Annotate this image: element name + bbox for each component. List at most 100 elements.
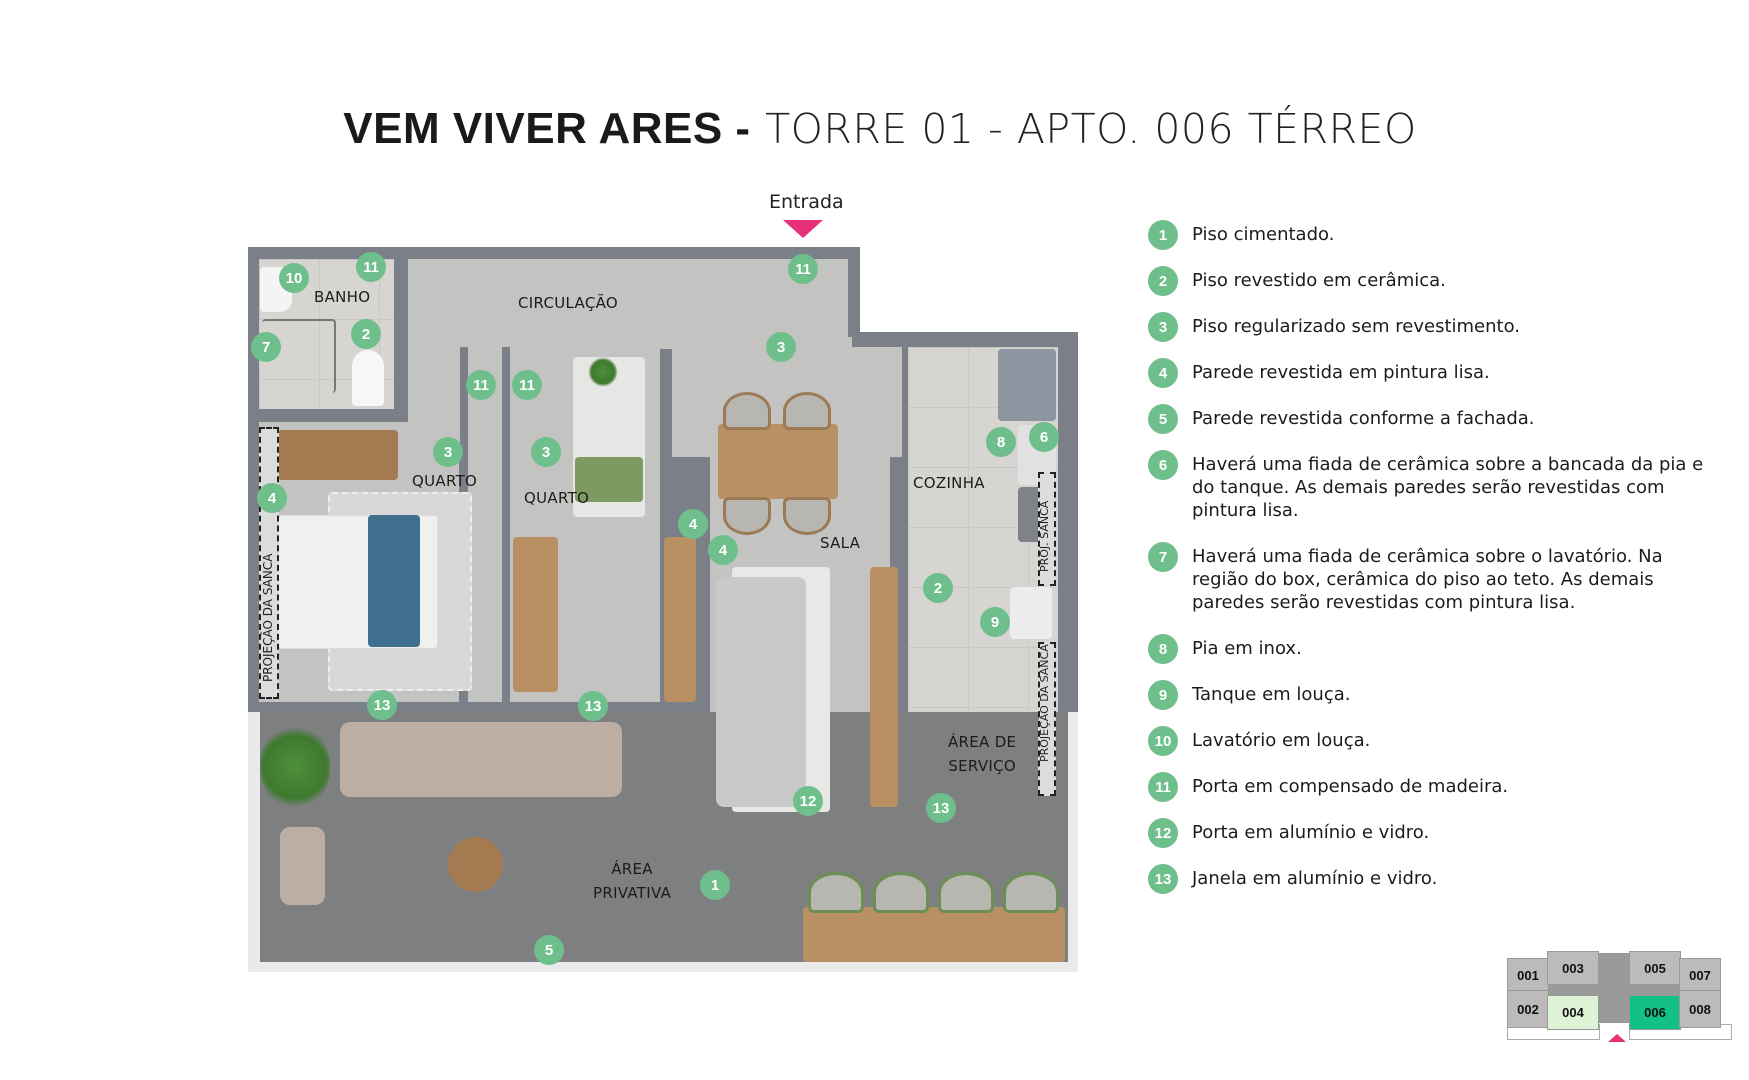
room-label-sala: SALA — [820, 534, 861, 552]
marker-11: 11 — [356, 252, 386, 282]
legend-item-5: 5 Parede revestida conforme a fachada. — [1148, 404, 1708, 434]
key-plan: 001 003 005 007 002 004 006 008 — [1507, 948, 1732, 1042]
marker-3: 3 — [433, 437, 463, 467]
kp-core — [1598, 953, 1629, 1023]
marker-2: 2 — [923, 573, 953, 603]
terrace-chair — [873, 872, 929, 913]
floor-circulacao-3 — [852, 347, 902, 457]
marker-12: 12 — [793, 786, 823, 816]
page-title: VEM VIVER ARES - TORRE 01 - APTO. 006 TÉ… — [0, 103, 1749, 154]
legend-marker: 10 — [1148, 726, 1178, 756]
coffee-table — [448, 837, 503, 892]
legend-text: Porta em compensado de madeira. — [1192, 776, 1509, 797]
sanca-quarto-1-label: PROJEÇÃO DA SANCA — [261, 553, 275, 682]
marker-3: 3 — [766, 332, 796, 362]
floor-quarto-2-ext — [468, 347, 502, 702]
legend-marker: 3 — [1148, 312, 1178, 342]
legend-marker: 5 — [1148, 404, 1178, 434]
marker-10: 10 — [279, 263, 309, 293]
legend-item-11: 11 Porta em compensado de madeira. — [1148, 772, 1708, 802]
room-label-quarto-2: QUARTO — [524, 489, 590, 507]
legend-marker: 7 — [1148, 542, 1178, 572]
terrace-chair — [938, 872, 994, 913]
legend-marker: 1 — [1148, 220, 1178, 250]
legend-text: Haverá uma fiada de cerâmica sobre a ban… — [1192, 454, 1704, 521]
room-label-area-privativa-line-2: PRIVATIVA — [593, 884, 672, 902]
kp-unit-002: 002 — [1507, 990, 1549, 1028]
room-label-area-servico-line-2: SERVIÇO — [948, 757, 1016, 775]
tv-panel — [870, 567, 898, 807]
marker-6: 6 — [1029, 422, 1059, 452]
legend-item-12: 12 Porta em alumínio e vidro. — [1148, 818, 1708, 848]
legend-text: Porta em alumínio e vidro. — [1192, 822, 1430, 843]
marker-11: 11 — [788, 254, 818, 284]
room-label-quarto-1: QUARTO — [412, 472, 478, 490]
sofa-sala — [716, 577, 806, 807]
kp-unit-007: 007 — [1679, 958, 1721, 992]
kp-unit-001: 001 — [1507, 958, 1549, 992]
legend-marker: 12 — [1148, 818, 1178, 848]
legend-marker: 9 — [1148, 680, 1178, 710]
dining-chair — [723, 497, 771, 535]
marker-11: 11 — [512, 370, 542, 400]
legend-item-1: 1 Piso cimentado. — [1148, 220, 1708, 250]
marker-13: 13 — [578, 691, 608, 721]
legend-item-4: 4 Parede revestida em pintura lisa. — [1148, 358, 1708, 388]
marker-8: 8 — [986, 427, 1016, 457]
kp-unit-004: 004 — [1547, 995, 1599, 1030]
entrance-arrow-icon — [783, 220, 823, 238]
marker-5: 5 — [534, 935, 564, 965]
legend-text: Piso regularizado sem revestimento. — [1192, 316, 1520, 337]
dining-table — [718, 424, 838, 499]
legend-item-6: 6 Haverá uma fiada de cerâmica sobre a ba… — [1148, 450, 1708, 522]
marker-11: 11 — [466, 370, 496, 400]
kp-entrance-arrow-icon — [1608, 1034, 1626, 1042]
washing-machine — [1010, 587, 1052, 639]
legend-marker: 4 — [1148, 358, 1178, 388]
sanca-service — [1038, 642, 1056, 796]
sanca-service-label: PROJEÇÃO DA SANCA — [1038, 644, 1051, 762]
marker-3: 3 — [531, 437, 561, 467]
room-label-banho: BANHO — [314, 288, 371, 306]
bed-throw — [368, 515, 420, 647]
room-label-area-privativa-line-1: ÁREA — [611, 860, 653, 878]
kp-unit-003: 003 — [1547, 951, 1599, 985]
room-label-area-servico-line-1: ÁREA DE — [948, 733, 1017, 751]
wardrobe-quarto-1 — [278, 430, 398, 480]
marker-13: 13 — [367, 690, 397, 720]
legend-text: Pia em inox. — [1192, 638, 1302, 659]
dining-chair — [783, 392, 831, 430]
marker-4: 4 — [257, 483, 287, 513]
legend-marker: 6 — [1148, 450, 1178, 480]
legend-marker: 8 — [1148, 634, 1178, 664]
marker-13: 13 — [926, 793, 956, 823]
wardrobe-quarto-2 — [513, 537, 558, 692]
marker-4: 4 — [708, 535, 738, 565]
dining-chair — [783, 497, 831, 535]
terrace-chair — [808, 872, 864, 913]
plant-icon — [260, 722, 330, 812]
terrace-sofa — [340, 722, 622, 797]
desk-quarto-2 — [664, 537, 696, 702]
legend-marker: 11 — [1148, 772, 1178, 802]
floor-corridor — [408, 347, 460, 447]
legend-text: Piso cimentado. — [1192, 224, 1335, 245]
legend-text: Parede revestida conforme a fachada. — [1192, 408, 1535, 429]
plant-icon — [588, 357, 618, 387]
legend-text: Parede revestida em pintura lisa. — [1192, 362, 1490, 383]
terrace-chair — [1003, 872, 1059, 913]
shower-box — [262, 319, 336, 393]
marker-1: 1 — [700, 870, 730, 900]
sanca-kitchen — [1038, 472, 1056, 586]
marker-4: 4 — [678, 509, 708, 539]
sanca-kitchen-label: PROJ. SANCA — [1038, 500, 1051, 572]
dining-chair — [723, 392, 771, 430]
legend-marker: 13 — [1148, 864, 1178, 894]
marker-7: 7 — [251, 332, 281, 362]
bed-quarto-2-throw — [575, 457, 643, 502]
